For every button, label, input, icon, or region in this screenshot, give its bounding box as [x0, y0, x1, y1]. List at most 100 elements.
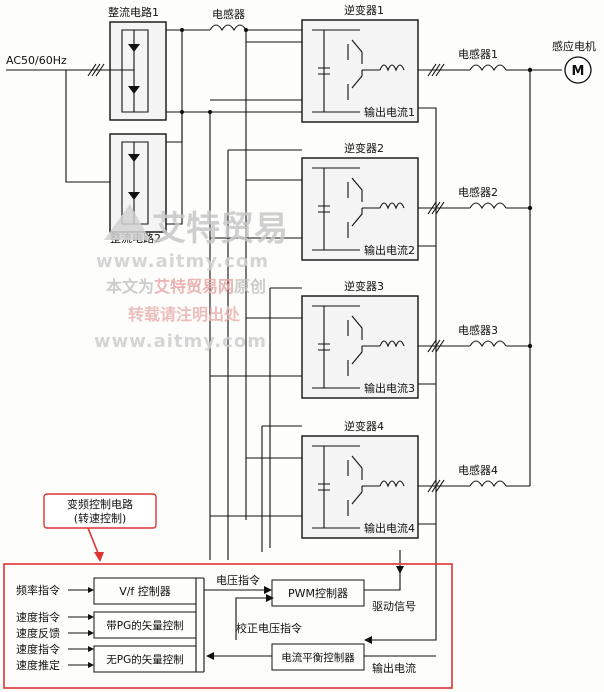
capacitor-icon	[318, 483, 330, 491]
inductor-1-label: 电感器1	[458, 48, 498, 61]
diode-icon	[128, 44, 140, 52]
junction-dot	[180, 28, 184, 32]
junction-dot	[208, 110, 212, 114]
junction-dot	[527, 343, 533, 349]
inverter-3-group: 逆变器3 输出电流3 电感器3	[210, 279, 530, 399]
rectifier-1-box	[109, 21, 167, 121]
watermark-url-2: www.aitmy.com	[94, 331, 267, 352]
inverter-2-dc-feed	[210, 179, 302, 239]
igbt-icon	[347, 177, 363, 238]
current-balance-label: 电流平衡控制器	[281, 651, 355, 664]
inverter-4-dc-feed	[210, 457, 302, 517]
motor-icon	[564, 56, 592, 84]
current-feedback-taps	[418, 245, 436, 525]
power-section: AC50/60Hz 整流电路1 整流电路2 电感器	[6, 5, 302, 560]
inverter-internal-coil-icon	[379, 64, 405, 72]
ac-three-phase-mark	[87, 63, 105, 77]
inverter-2-current-label: 输出电流2	[364, 243, 415, 257]
inverter-2-box	[301, 157, 419, 261]
motor-section: 感应电机 M	[527, 39, 596, 486]
controller-output-bus	[195, 577, 205, 673]
inductor-4-coil	[469, 480, 507, 488]
arrow-right-icon	[266, 594, 274, 602]
output-current-label: 输出电流	[372, 661, 416, 675]
inverter-1-current-label: 输出电流1	[364, 105, 415, 119]
signal-lines	[227, 107, 437, 644]
input-arrows-icon	[88, 587, 94, 668]
igbt-icon	[347, 39, 363, 100]
input-speed-command-2: 速度指令	[16, 642, 60, 656]
watermark-notice-brand: 艾特贸易网	[154, 277, 234, 296]
igbt-icon	[347, 315, 363, 376]
capacitor-icon	[318, 205, 330, 213]
pwm-controller-label: PWM控制器	[288, 586, 348, 600]
inverter-3-dc-feed	[210, 317, 302, 377]
ac-input-label: AC50/60Hz	[6, 54, 67, 67]
inverter-1-bus	[312, 29, 360, 113]
correction-voltage-label: 校正电压指令	[236, 621, 302, 635]
inductor-2-label: 电感器2	[458, 186, 498, 199]
junction-dot	[244, 28, 248, 32]
arrow-left-icon	[364, 636, 372, 644]
watermark-notice-prefix: 本文为	[106, 277, 154, 296]
watermark-url-1: www.aitmy.com	[96, 251, 269, 272]
inverter-2-group: 逆变器2 输出电流2 电感器2	[210, 141, 530, 261]
inverter-3-current-label: 输出电流3	[364, 381, 415, 395]
inverter-1-title: 逆变器1	[344, 3, 384, 17]
current-balance-box	[271, 643, 365, 671]
dc-link-rect2-neg	[166, 112, 183, 225]
igbt-icon	[347, 455, 363, 516]
arrow-right-icon	[264, 586, 272, 594]
callout-arrow-icon	[94, 552, 104, 562]
inverter-1-box	[301, 19, 419, 123]
rectifier-1-bridge	[121, 29, 149, 113]
control-section: 变频控制电路 (转速控制) 频率指令 速度指令 速度反馈 速度指令 速度推定 V…	[3, 493, 453, 689]
inductor-1-coil	[469, 64, 507, 72]
drive-signal-label: 驱动信号	[372, 600, 416, 613]
input-speed-estimate: 速度推定	[16, 658, 60, 672]
inverter-3-bus	[312, 305, 360, 389]
inverter-1-dc-feed	[210, 41, 302, 101]
input-speed-command-1: 速度指令	[16, 610, 60, 624]
input-frequency-command: 频率指令	[16, 583, 60, 597]
callout-line1: 变频控制电路	[67, 497, 133, 511]
inverter-4-box	[301, 435, 419, 539]
three-phase-mark	[427, 63, 445, 77]
input-speed-feedback: 速度反馈	[16, 626, 60, 640]
correction-line	[235, 597, 272, 640]
inverter-4-current-label: 输出电流4	[364, 521, 415, 535]
inductor-3-coil	[469, 340, 507, 348]
dc-inductor-coil	[209, 24, 247, 32]
capacitor-icon	[318, 67, 330, 75]
inverter-4-group: 逆变器4 输出电流4 电感器4	[210, 419, 530, 539]
watermark-notice-line2: 转载请注明出处	[128, 305, 241, 324]
junction-dot	[527, 67, 533, 73]
capacitor-icon	[318, 343, 330, 351]
control-frame	[3, 563, 453, 689]
watermark-brand: 艾特贸易	[152, 209, 288, 249]
junction-dot	[527, 205, 533, 211]
rectifier-1-label: 整流电路1	[108, 5, 159, 19]
voltage-command-label: 电压指令	[216, 573, 260, 587]
inverter-internal-coil-icon	[379, 340, 405, 348]
callout-box	[43, 493, 157, 529]
gate-drive-bundle	[227, 149, 302, 560]
vf-controller-label: V/f 控制器	[119, 584, 171, 598]
inverter-internal-coil-icon	[379, 202, 405, 210]
pwm-controller-box	[271, 579, 365, 607]
watermark-logo-icon	[104, 204, 150, 240]
inverter-1-group: 逆变器1 输出电流1 电感器1	[210, 3, 562, 123]
drive-signal-path	[364, 576, 401, 591]
arrow-up-icon	[396, 566, 404, 574]
dc-link-rect2-pos	[166, 30, 183, 143]
inverter-3-box	[301, 295, 419, 399]
motor-symbol: M	[572, 64, 585, 79]
diode-icon	[128, 86, 140, 94]
callout-line2: (转速控制)	[74, 511, 127, 525]
inverter-4-bus	[312, 445, 360, 529]
inverter-4-title: 逆变器4	[344, 419, 384, 433]
output-current-signal-line	[372, 107, 437, 641]
watermark-notice-suffix: 原创	[234, 277, 266, 296]
vector-pg-label: 带PG的矢量控制	[106, 619, 183, 632]
